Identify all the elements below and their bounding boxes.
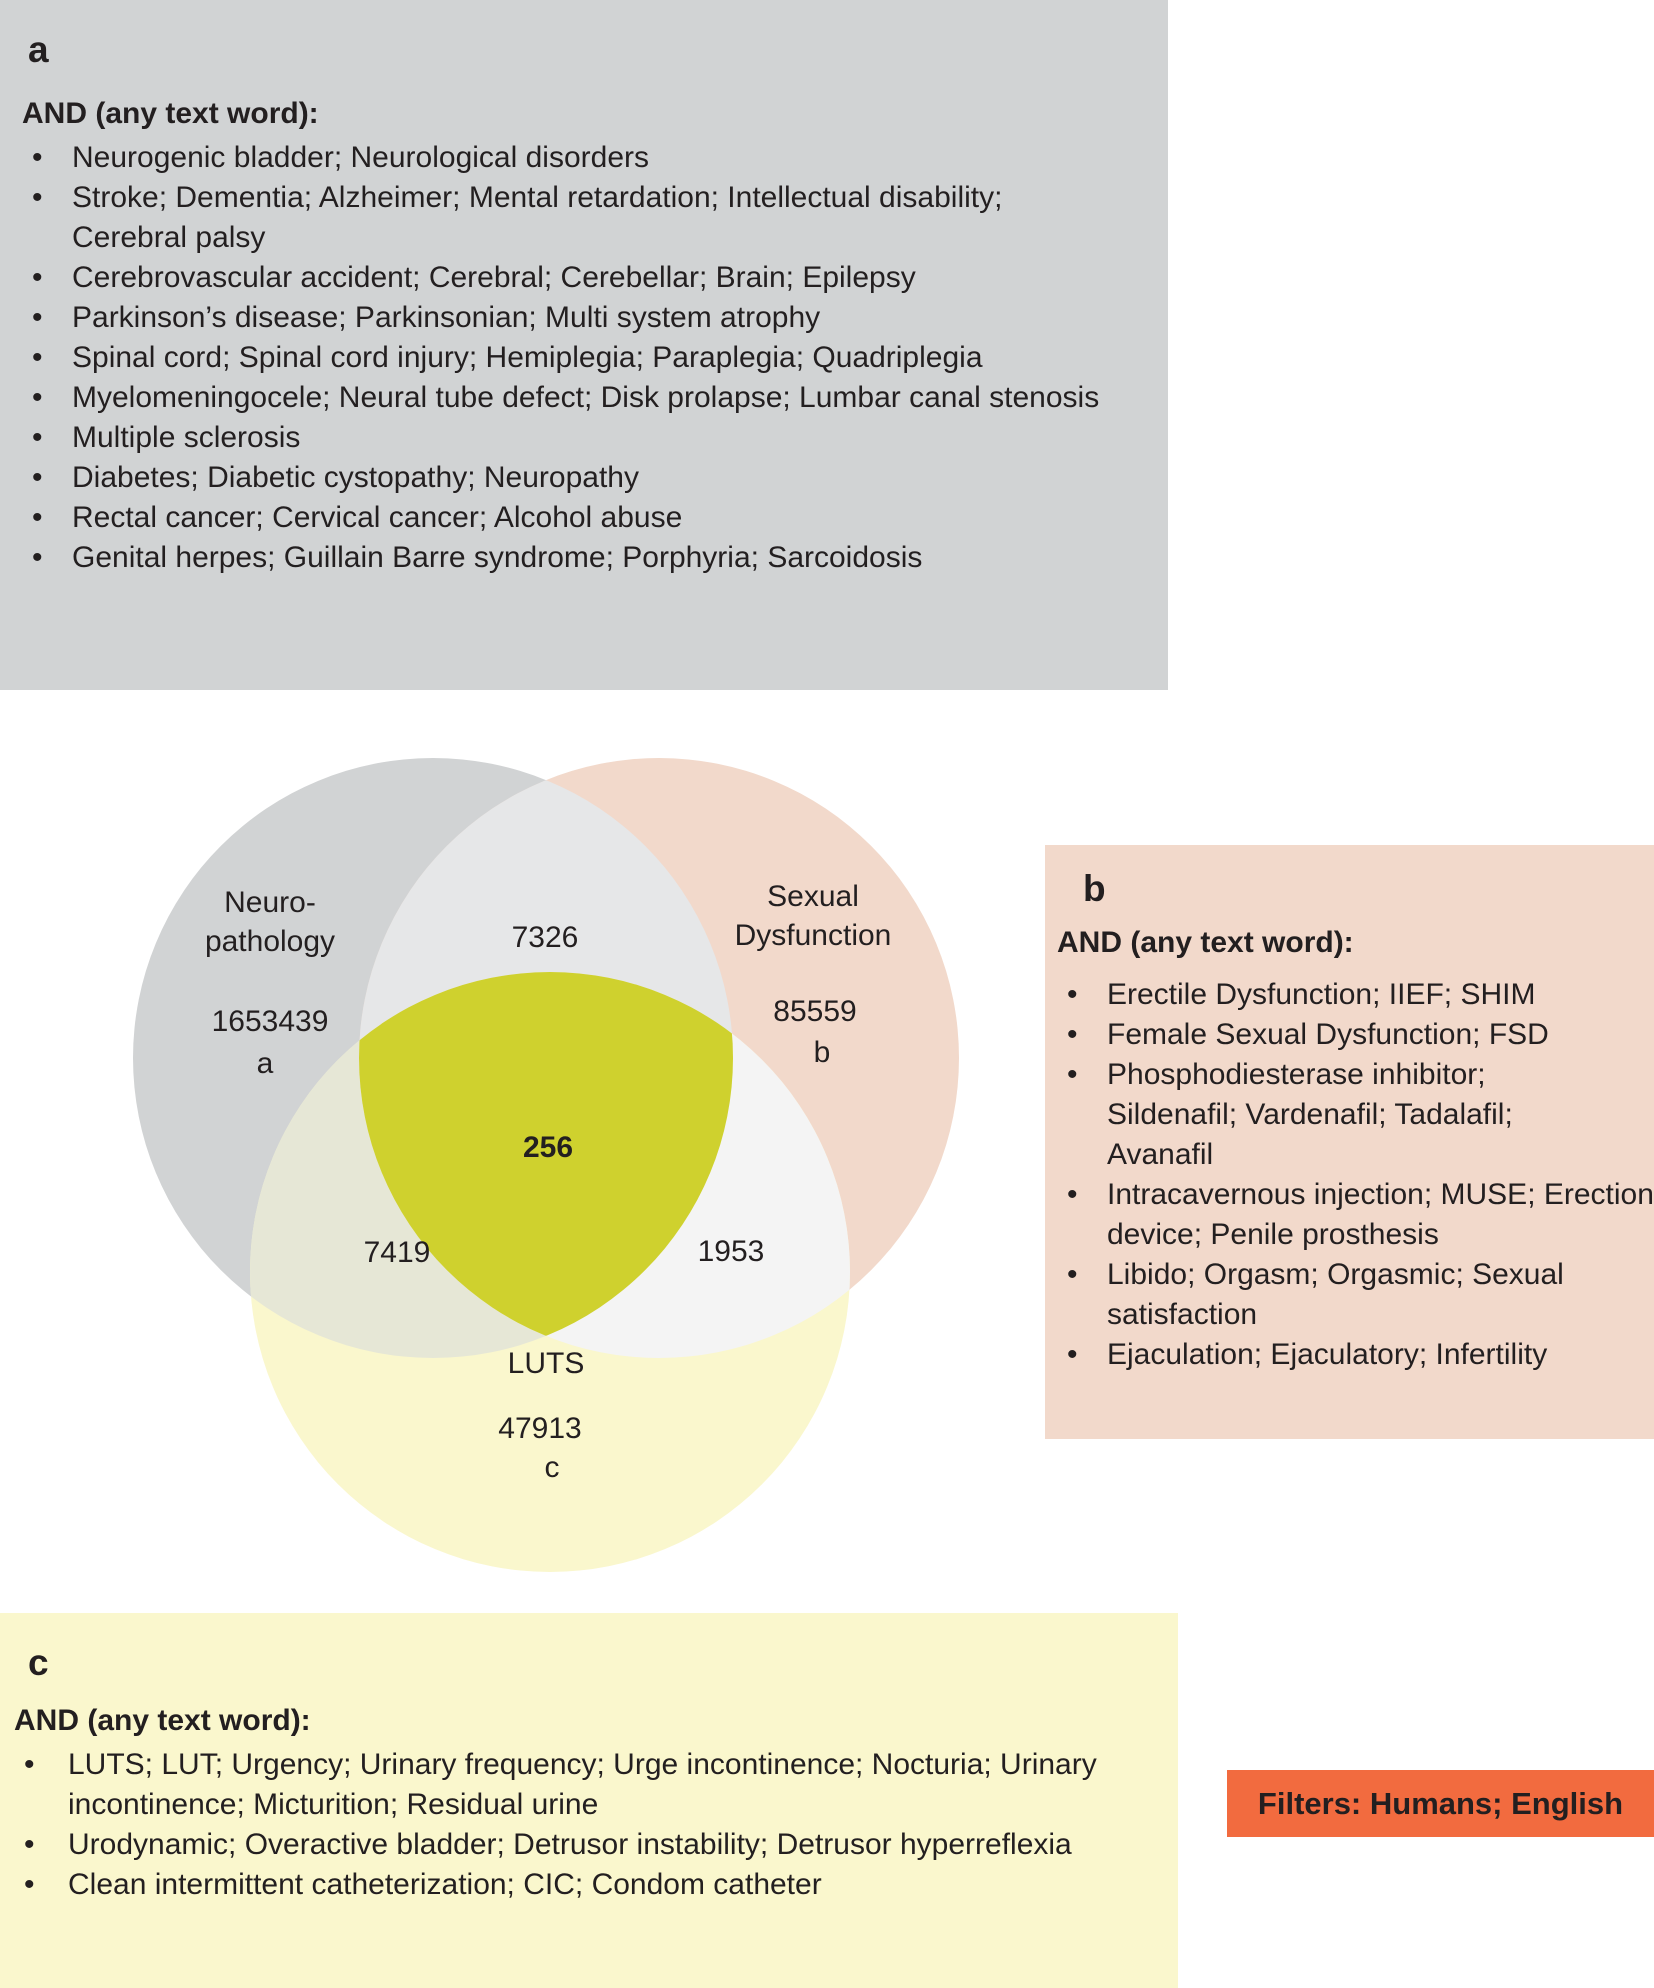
list-item: Stroke; Dementia; Alzheimer; Mental reta…	[22, 178, 1032, 258]
neuro-count: 1653439	[212, 1005, 329, 1038]
luts-count: 47913	[498, 1412, 581, 1445]
sexual-luts-count: 1953	[698, 1235, 765, 1268]
all-three-overlap	[359, 972, 733, 1358]
list-item: Cerebrovascular accident; Cerebral; Cere…	[22, 258, 1168, 298]
luts-label: LUTS	[508, 1347, 585, 1380]
panel-a-letter: a	[28, 29, 49, 70]
neuro-luts-count: 7419	[364, 1236, 431, 1269]
neuro-sexual-count: 7326	[512, 921, 579, 954]
neuro-label-line2: pathology	[205, 925, 335, 958]
neuro-label-line1: Neuro-	[224, 886, 316, 919]
list-item: Rectal cancer; Cervical cancer; Alcohol …	[22, 498, 1168, 538]
panel-c: c AND (any text word): LUTS; LUT; Urgenc…	[0, 1613, 1178, 1988]
venn-diagram: Neuro- pathology 1653439 a Sexual Dysfun…	[133, 758, 959, 1572]
list-item: Urodynamic; Overactive bladder; Detrusor…	[14, 1825, 1088, 1865]
sexual-label-line2: Dysfunction	[735, 919, 892, 952]
list-item: Clean intermittent catheterization; CIC;…	[14, 1865, 1178, 1905]
sexual-label-line1: Sexual	[767, 880, 859, 913]
panel-c-list: LUTS; LUT; Urgency; Urinary frequency; U…	[14, 1745, 1178, 1905]
luts-letter: c	[545, 1451, 560, 1484]
panel-b-list: Erectile Dysfunction; IIEF; SHIM Female …	[1057, 975, 1654, 1375]
list-item: Intracavernous injection; MUSE; Erection…	[1057, 1175, 1654, 1255]
neuro-letter: a	[257, 1047, 274, 1080]
panel-b-heading: AND (any text word):	[1057, 926, 1354, 959]
sexual-count: 85559	[773, 995, 856, 1028]
panel-b-letter: b	[1083, 868, 1106, 909]
panel-a-list: Neurogenic bladder; Neurological disorde…	[22, 138, 1168, 578]
filters-badge: Filters: Humans; English	[1227, 1770, 1654, 1837]
all-three-count: 256	[523, 1131, 573, 1164]
list-item: Diabetes; Diabetic cystopathy; Neuropath…	[22, 458, 1168, 498]
list-item: Libido; Orgasm; Orgasmic; Sexual satisfa…	[1057, 1255, 1654, 1335]
sexual-letter: b	[814, 1036, 831, 1069]
list-item: Myelomeningocele; Neural tube defect; Di…	[22, 378, 1152, 418]
list-item: Erectile Dysfunction; IIEF; SHIM	[1057, 975, 1654, 1015]
panel-b: b AND (any text word): Erectile Dysfunct…	[1045, 845, 1654, 1439]
list-item: Multiple sclerosis	[22, 418, 1168, 458]
list-item: Neurogenic bladder; Neurological disorde…	[22, 138, 1168, 178]
list-item: Genital herpes; Guillain Barre syndrome;…	[22, 538, 1168, 578]
panel-c-letter: c	[28, 1642, 49, 1683]
panel-a: a AND (any text word): Neurogenic bladde…	[0, 0, 1168, 690]
list-item: Ejaculation; Ejaculatory; Infertility	[1057, 1335, 1654, 1375]
panel-a-heading: AND (any text word):	[22, 97, 319, 130]
list-item: LUTS; LUT; Urgency; Urinary frequency; U…	[14, 1745, 1128, 1825]
list-item: Phosphodiesterase inhibitor; Sildenafil;…	[1057, 1055, 1577, 1175]
list-item: Female Sexual Dysfunction; FSD	[1057, 1015, 1654, 1055]
list-item: Spinal cord; Spinal cord injury; Hemiple…	[22, 338, 1168, 378]
panel-c-heading: AND (any text word):	[14, 1704, 311, 1737]
list-item: Parkinson’s disease; Parkinsonian; Multi…	[22, 298, 1168, 338]
